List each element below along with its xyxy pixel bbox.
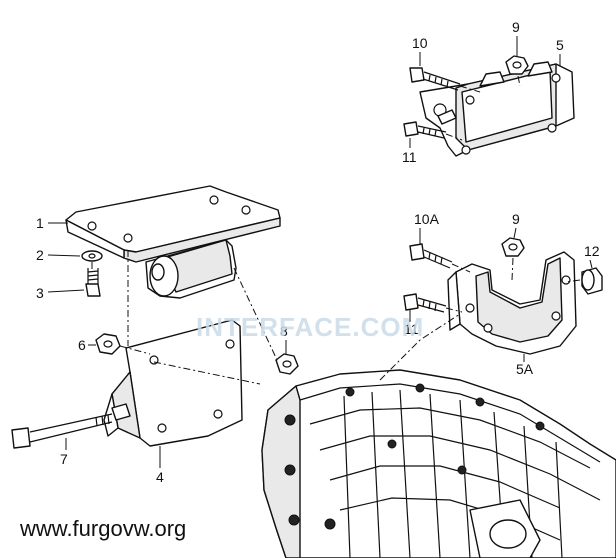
rubber-mount-bore	[151, 263, 165, 281]
bolt-3-thread	[87, 268, 99, 284]
bolt-11-mid-thread	[417, 297, 447, 313]
callout-11-mid: 11	[404, 321, 419, 337]
housing-bolt	[324, 518, 336, 530]
watermark: INTERFACE.COM	[196, 312, 424, 342]
nut-9-top-bore	[512, 61, 522, 69]
carrier-bracket-4-foot	[103, 393, 119, 437]
bolt-3-head	[85, 283, 101, 297]
bracket-5-boss	[479, 71, 505, 87]
bolt-11-mid-head	[403, 293, 419, 311]
housing-bolt	[284, 414, 296, 426]
housing-bolt	[415, 383, 425, 393]
carrier-bracket-4-hole	[157, 423, 167, 433]
carrier-plate-1-hole	[209, 195, 219, 205]
bolt-11-thread	[417, 125, 447, 139]
callout-3: 3	[36, 285, 44, 301]
transmission-housing-front	[261, 385, 301, 558]
housing-bolt	[535, 421, 545, 431]
housing-bolt	[387, 439, 397, 449]
bracket-5-front	[461, 69, 553, 143]
callout-8: 8	[280, 323, 288, 339]
bracket-5-assembly	[403, 55, 575, 157]
bolt-10-thread	[422, 71, 461, 91]
bracket-5-hole	[461, 145, 471, 155]
bracket-5-hole	[547, 123, 557, 133]
bolt-7-head	[11, 427, 31, 449]
carrier-bracket-4-hole	[213, 409, 223, 419]
bolt-7-shank	[29, 413, 113, 443]
nut-8-bore	[282, 360, 292, 368]
bracket-5-stud	[437, 109, 457, 125]
callout-12: 12	[584, 243, 600, 259]
bracket-5a-hole	[551, 311, 561, 321]
carrier-plate-1-lip	[65, 219, 125, 259]
transmission-housing	[261, 313, 616, 558]
housing-bolt	[457, 465, 467, 475]
nut-6-bore	[103, 340, 113, 348]
leader-line	[513, 227, 517, 239]
callout-5: 5	[556, 37, 564, 53]
callout-9-top: 9	[512, 19, 520, 35]
bracket-5a-inner	[475, 257, 563, 343]
spacer-12-face	[581, 269, 595, 291]
callout-11-top: 11	[402, 149, 417, 165]
housing-bolt	[345, 387, 355, 397]
washer-2-bore	[88, 253, 96, 259]
callout-9-mid: 9	[512, 211, 520, 227]
housing-bolt	[288, 514, 300, 526]
callouts-left: 1 2 3 6 8 7 4	[36, 215, 288, 485]
callout-2: 2	[36, 247, 44, 263]
callout-6: 6	[78, 337, 86, 353]
transmission-housing-outline	[261, 369, 616, 558]
carrier-plate-1-hole	[123, 233, 133, 243]
housing-output-flange	[489, 519, 527, 549]
housing-bolt	[284, 464, 296, 476]
housing-bolt	[475, 397, 485, 407]
engine-mount-assembly	[11, 185, 299, 449]
bracket-5-hole	[465, 95, 475, 105]
nut-9-mid-bore	[508, 243, 518, 251]
bracket-5a-hole	[561, 275, 571, 285]
bolt-10a-head	[409, 243, 425, 261]
carrier-bracket-4-boss	[111, 403, 131, 421]
bracket-5a-hole	[483, 323, 493, 333]
leader-line	[47, 254, 81, 257]
bolt-11-head	[403, 121, 419, 137]
callouts-top-right: 10 9 5 11	[402, 19, 564, 165]
callout-7: 7	[60, 451, 68, 467]
bracket-5a-assembly	[403, 237, 603, 355]
bolt-10-head	[409, 67, 425, 83]
carrier-bracket-4-hole	[225, 339, 235, 349]
transmission-housing-ribs	[299, 383, 601, 558]
leader-line	[47, 289, 85, 293]
bolt-7-thread	[95, 414, 110, 427]
website-url: www.furgovw.org	[19, 516, 186, 541]
bolt-10a-thread	[423, 249, 453, 269]
bracket-5a-hole	[465, 303, 475, 313]
leader-line	[589, 259, 593, 269]
callout-10: 10	[412, 35, 428, 51]
callout-4: 4	[156, 469, 164, 485]
callout-1: 1	[36, 215, 44, 231]
carrier-plate-1-hole	[87, 221, 97, 231]
carrier-plate-1-hole	[241, 205, 251, 215]
housing-axis-line	[379, 313, 461, 381]
bracket-5-boss	[527, 61, 553, 77]
bracket-5-axis-lines	[445, 75, 521, 141]
callouts-mid-right: 10A 9 12 11 5A	[404, 211, 600, 377]
bracket-5-hole	[551, 73, 561, 83]
callout-5a: 5A	[516, 361, 534, 377]
mount-axis-lines	[91, 250, 279, 385]
callout-10a: 10A	[414, 211, 440, 227]
